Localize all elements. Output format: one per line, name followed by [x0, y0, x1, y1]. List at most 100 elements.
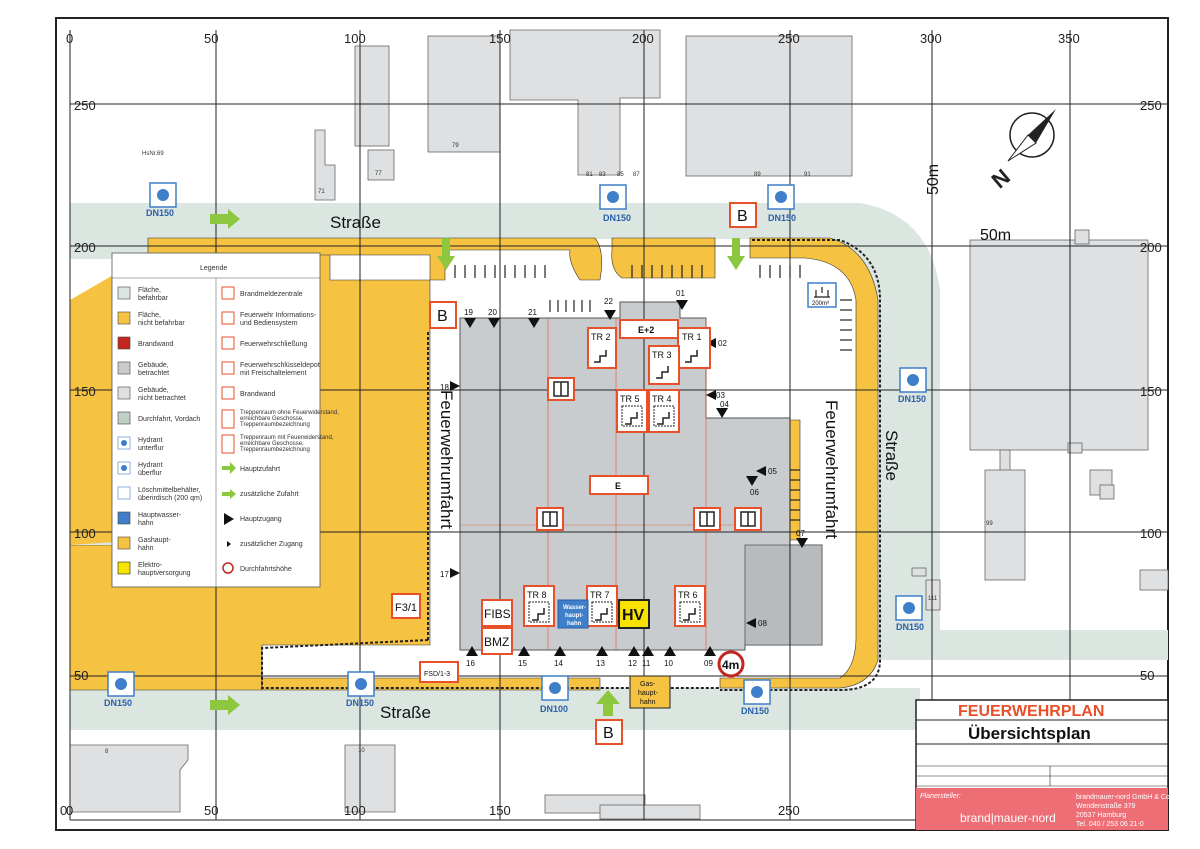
floor-label-upper: E+2 — [638, 325, 654, 335]
house-number: 79 — [452, 143, 459, 149]
stairwell-tr8: TR 8 — [523, 585, 555, 627]
legend-label: Fläche, — [138, 287, 161, 294]
gas-main-valve-label: haupt- — [638, 690, 659, 697]
legend-label: nicht befahrbar — [138, 320, 185, 327]
hydrant-icon — [149, 182, 177, 208]
house-number: 81 — [586, 172, 593, 178]
stairwell-label: TR 5 — [620, 394, 640, 404]
grid-x-label: 100 — [344, 803, 366, 818]
grid-x-label: 300 — [920, 31, 942, 46]
stairwell-label: TR 1 — [682, 332, 702, 342]
water-main-valve-label: haupt- — [565, 613, 583, 619]
legend-label: befahrbar — [138, 295, 169, 302]
stairwell-tr2: TR 2 — [587, 327, 617, 369]
legend-label: Durchfahrtshöhe — [240, 566, 292, 573]
additional-access-arrow-icon — [210, 209, 240, 229]
company-phone: Tel. 040 / 253 06 21-0 — [1076, 821, 1144, 828]
hydrant-label: DN150 — [146, 208, 174, 218]
grid-y-label: 0 — [60, 803, 67, 818]
water-main-valve-label: hahn — [567, 621, 582, 627]
entrance-label: 15 — [518, 659, 527, 668]
entrance-markers: 01 02 03 04 05 06 07 08 09 10 11 12 13 1… — [440, 289, 808, 668]
legend-label: Gebäude, — [138, 362, 169, 369]
hydrant-icon — [599, 184, 627, 210]
entrance-label: 08 — [758, 619, 767, 628]
legend-label: Treppenraumbezeichnung — [240, 422, 310, 428]
grid-y-label: 250 — [1140, 98, 1162, 113]
hydrant-label: DN150 — [768, 213, 796, 223]
grid-x-label: 0 — [66, 803, 73, 818]
entrance-label: 09 — [704, 659, 713, 668]
clearance-height-icon — [717, 650, 745, 678]
north-arrow-icon: N — [987, 109, 1056, 193]
house-number: 85 — [617, 172, 624, 178]
additional-access-arrow-icon — [437, 238, 455, 270]
gas-main-valve-label: hahn — [640, 699, 656, 706]
legend-label: Fläche, — [138, 312, 161, 319]
entrance-label: 22 — [604, 297, 613, 306]
grid-y-label: 100 — [74, 526, 96, 541]
gate-b-box — [729, 202, 757, 228]
legend-label: Feuerwehr Informations- — [240, 312, 317, 319]
company-logo: brand|mauer-nord — [960, 811, 1056, 825]
hydrant-label: DN150 — [603, 213, 631, 223]
legend-label: erreichbare Geschosse, — [240, 416, 304, 422]
legend-label: Feuerwehrschlüsseldepot — [240, 362, 320, 369]
stairwell-tr6: TR 6 — [674, 585, 706, 627]
legend-label: unterflur — [138, 445, 164, 452]
grid-x-label: 250 — [778, 31, 800, 46]
legend-label: Brandwand — [138, 341, 174, 348]
entrance-label: 06 — [750, 488, 759, 497]
house-number: 99 — [986, 521, 993, 527]
stairwell-label: TR 4 — [652, 394, 672, 404]
legend-label: Feuerwehrschließung — [240, 341, 307, 348]
hydrant-label: DN100 — [540, 704, 568, 714]
gate-b-box — [595, 719, 623, 745]
house-number: 87 — [633, 172, 640, 178]
fire-wall-icons — [542, 381, 756, 527]
house-number: 83 — [599, 172, 606, 178]
entrance-label: 03 — [716, 391, 725, 400]
legend-label: erreichbare Geschosse, — [240, 441, 304, 447]
house-number: 111 — [928, 596, 938, 602]
hydrant-icon — [107, 671, 135, 697]
legend-label: Treppenraum mit Feuerwiderstand, — [240, 435, 334, 441]
water-main-valve-label: Wasser- — [563, 605, 586, 611]
grid-x-label: 50 — [204, 31, 218, 46]
stairwell-tr4: TR 4 — [648, 389, 680, 433]
legend-label: Brandwand — [240, 391, 276, 398]
company-street: Wendenstraße 379 — [1076, 803, 1136, 810]
water-tank-label: 200m³ — [812, 301, 829, 307]
entrance-label: 18 — [440, 383, 449, 392]
fibs-box — [481, 599, 513, 627]
stairwell-label: TR 3 — [652, 350, 672, 360]
legend-label: nicht betrachtet — [138, 395, 186, 402]
bmz-label: BMZ — [484, 635, 509, 649]
stairwell-tr1: TR 1 — [677, 327, 711, 369]
stairwell-label: TR 6 — [678, 590, 698, 600]
legend-label: Brandmeldezentrale — [240, 291, 303, 298]
legend-label: Hauptzugang — [240, 516, 282, 523]
water-tank-icon — [814, 287, 830, 298]
gate-b-label: B — [737, 208, 748, 225]
hydrant-label: DN150 — [898, 394, 926, 404]
grid-y-label: 50 — [1140, 668, 1154, 683]
entrance-label: 20 — [488, 308, 497, 317]
legend-title: Legende — [200, 265, 227, 272]
legend-label: Hydrant — [138, 462, 163, 469]
company-logo-panel — [916, 788, 1168, 830]
hydrant-label: DN150 — [741, 706, 769, 716]
fire-lane-border — [261, 239, 881, 691]
hydrant-icon — [347, 671, 375, 697]
house-number: 91 — [804, 172, 811, 178]
hydrant-label: DN150 — [104, 698, 132, 708]
grid-x-label: 150 — [489, 31, 511, 46]
legend-right-symbols — [221, 286, 236, 574]
gas-main-valve-label: Gas- — [640, 681, 656, 688]
grid-x-label: 200 — [632, 31, 654, 46]
entrance-label: 21 — [528, 308, 537, 317]
clearance-height-label: 4m — [722, 658, 739, 672]
hydrant-label: DN150 — [896, 622, 924, 632]
legend-label: hahn — [138, 545, 154, 552]
